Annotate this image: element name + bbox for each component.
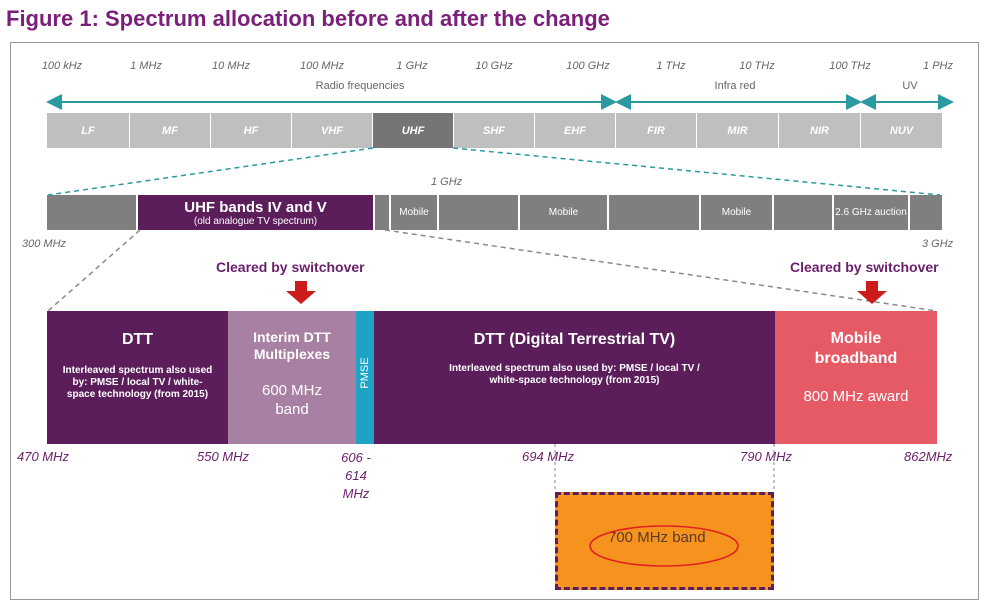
freq-label: 1 GHz: [396, 60, 428, 72]
block-mobile-award: 800 MHz award: [803, 388, 909, 405]
uhf-seg: [774, 195, 832, 230]
freq-mark-694: 694 MHz: [522, 449, 575, 464]
band-mf: MF: [130, 113, 210, 148]
block-dtt-main: DTT (Digital Terrestrial TV) Interleaved…: [374, 311, 775, 444]
uhf-seg-high: [910, 195, 942, 230]
block-interim-title: Interim DTT Multiplexes: [253, 329, 331, 362]
block-interim-band: 600 MHz band: [261, 382, 323, 418]
block-pmse-label: PMSE: [359, 357, 371, 389]
block-mobile-broadband: Mobile broadband 800 MHz award: [775, 311, 937, 444]
freq-label: 1 MHz: [130, 60, 162, 72]
block-dtt: DTT Interleaved spectrum also used by: P…: [47, 311, 228, 444]
uhf-mobile-1: Mobile: [391, 195, 437, 230]
freq-mark-606-614: 606 - 614 MHz: [341, 450, 371, 501]
block-dtt-title: DTT: [121, 331, 154, 348]
figure-title: Figure 1: Spectrum allocation before and…: [6, 6, 610, 31]
uhf-auction: 2.6 GHz auction: [834, 195, 908, 230]
block-dtt-main-title: DTT (Digital Terrestrial TV): [473, 331, 676, 348]
band-uhf: UHF: [373, 113, 453, 148]
uhf-band-title: UHF bands IV and V: [184, 198, 327, 216]
band-nuv: NUV: [861, 113, 942, 148]
freq-label: 100 MHz: [299, 60, 345, 72]
freq-label: 10 THz: [739, 60, 775, 72]
uhf-seg-gap: [375, 195, 389, 230]
uhf-right-label: 3 GHz: [922, 238, 954, 250]
category-infrared: Infra red: [714, 80, 756, 92]
freq-label: 100 kHz: [41, 60, 83, 72]
uhf-band-iv-v: UHF bands IV and V (old analogue TV spec…: [138, 195, 373, 230]
uhf-left-label: 300 MHz: [22, 238, 67, 250]
freq-mark-790: 790 MHz: [740, 449, 793, 464]
block-dtt-main-text: Interleaved spectrum also used by: PMSE …: [449, 363, 700, 386]
cleared-label-left: Cleared by switchover: [216, 259, 365, 275]
band-mir: MIR: [697, 113, 778, 148]
cleared-label-right: Cleared by switchover: [790, 259, 939, 275]
band-700-box: 700 MHz band: [555, 492, 774, 590]
band-lf: LF: [47, 113, 129, 148]
block-interim-dtt: Interim DTT Multiplexes 600 MHz band: [228, 311, 356, 444]
uhf-seg: [609, 195, 699, 230]
band-hf: HF: [211, 113, 291, 148]
band-ehf: EHF: [535, 113, 615, 148]
freq-mark-550: 550 MHz: [197, 449, 250, 464]
uhf-mobile-3: Mobile: [701, 195, 772, 230]
freq-label: 100 THz: [829, 60, 871, 72]
band-fir: FIR: [616, 113, 696, 148]
freq-mark-470: 470 MHz: [17, 449, 70, 464]
freq-mark-862: 862MHz: [904, 449, 953, 464]
band-nir: NIR: [779, 113, 860, 148]
band-shf: SHF: [454, 113, 534, 148]
block-mobile-title: Mobile broadband: [814, 330, 898, 367]
freq-label: 1 PHz: [923, 60, 953, 72]
uhf-center-label: 1 GHz: [431, 176, 463, 188]
freq-label: 10 MHz: [212, 60, 250, 72]
uhf-seg-low: [47, 195, 136, 230]
freq-label: 10 GHz: [475, 60, 513, 72]
block-pmse: PMSE: [356, 311, 374, 444]
band-700-label: 700 MHz band: [608, 529, 706, 546]
category-radio: Radio frequencies: [315, 80, 405, 92]
block-dtt-text: Interleaved spectrum also used by: PMSE …: [62, 365, 213, 400]
freq-label: 100 GHz: [566, 60, 610, 72]
category-uv: UV: [902, 80, 918, 92]
uhf-band-subtitle: (old analogue TV spectrum): [193, 215, 318, 227]
uhf-seg: [439, 195, 518, 230]
freq-label: 1 THz: [656, 60, 686, 72]
band-vhf: VHF: [292, 113, 372, 148]
uhf-mobile-2: Mobile: [520, 195, 607, 230]
